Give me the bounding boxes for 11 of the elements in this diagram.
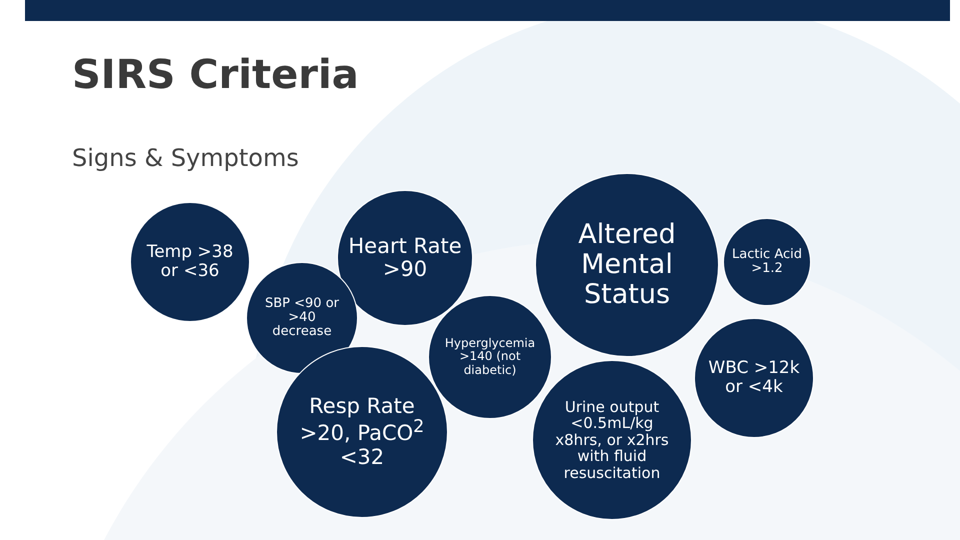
criterion-text: Temp >38 or <36 [146,243,234,281]
criterion-text: Heart Rate >90 [347,234,463,282]
criterion-text: WBC >12k or <4k [707,359,801,397]
subtitle: Signs & Symptoms [72,144,299,172]
slide-title: SIRS Criteria [72,52,359,98]
criterion-text: Lactic Acid >1.2 [730,248,804,276]
criterion-text: SBP <90 or >40 decrease [264,296,340,340]
criterion-text: Hyperglycemia >140 (not diabetic) [444,337,536,377]
criterion-text: Urine output <0.5mL/kg x8hrs, or x2hrs with fluid resuscitation [554,398,670,482]
criterion-text: Altered Mental Status [577,220,677,310]
criterion-text: Resp Rate >20, PaCO$^{2}$ <32 [298,395,426,469]
